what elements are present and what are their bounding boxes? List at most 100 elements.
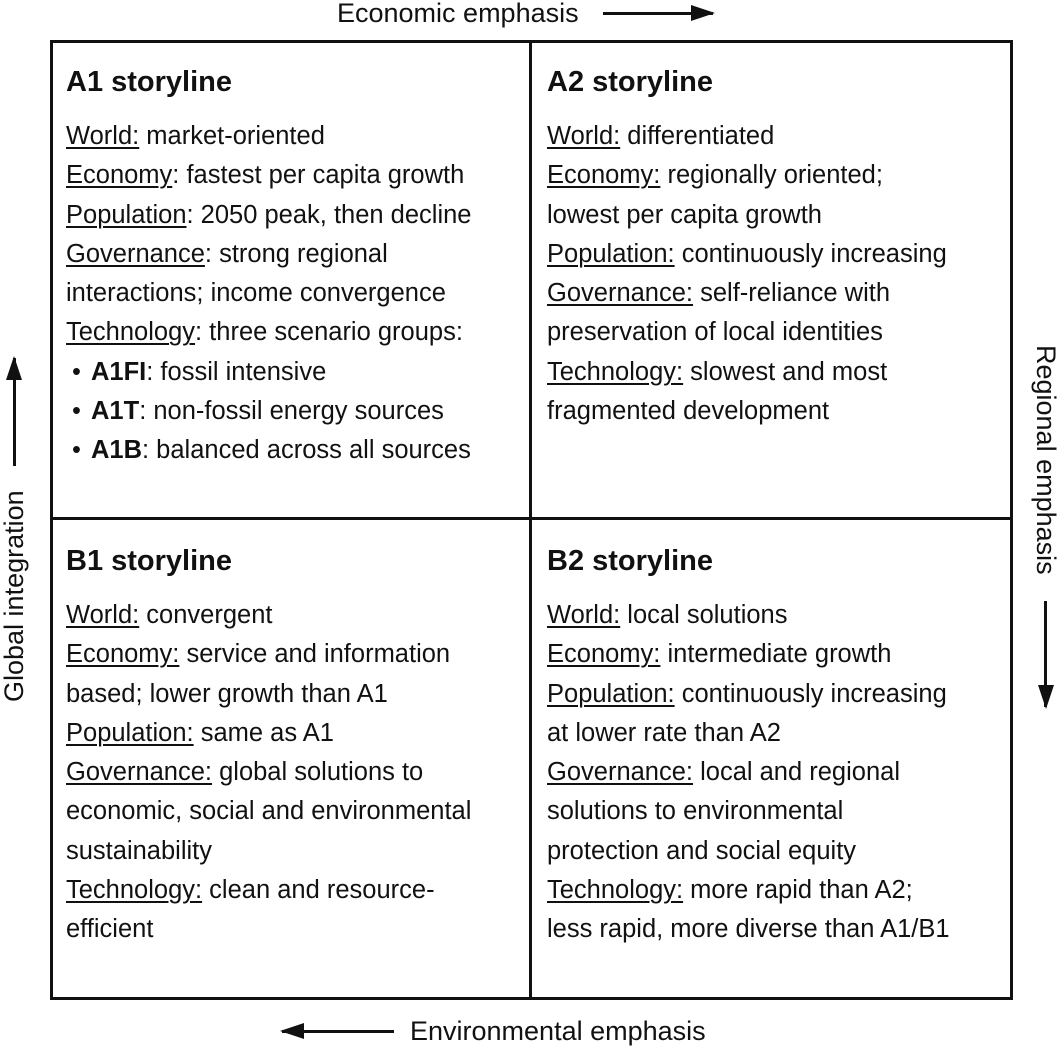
category-label: Technology [66,318,196,347]
category-label: Governance: [547,279,694,308]
storyline-line: Population: continuously increasing [547,675,1017,714]
scenario-group-name: A1B [91,436,143,465]
storyline-line: World: convergent [66,596,536,635]
quadrant-title: A2 storyline [547,66,713,98]
category-label: Economy: [547,640,661,669]
line-text: local and regional [693,758,900,787]
line-text: global solutions to [212,758,424,787]
economic-emphasis-label: Economic emphasis [337,0,579,28]
line-text: lowest per capita growth [547,200,822,229]
horizontal-divider [50,517,1013,520]
storyline-line: •A1B: balanced across all sources [66,431,536,470]
storyline-line: Governance: self-reliance with [547,274,1017,313]
category-label: World: [66,601,140,629]
axis-right-label: Regional emphasis [1029,345,1060,715]
bullet-icon: • [72,436,81,465]
bullet-icon: • [72,397,81,426]
storyline-line: Economy: regionally oriented; [547,156,1017,195]
storyline-line: fragmented development [547,392,1017,431]
line-text: continuously increasing [674,679,947,708]
storyline-line: preservation of local identities [547,313,1017,352]
line-text: clean and resource- [202,876,435,905]
line-text: : fossil intensive [146,357,327,386]
category-label: Population: [66,718,194,747]
line-text: economic, social and environmental [66,797,472,826]
line-text: : three scenario groups: [195,318,463,347]
storyline-line: efficient [66,910,536,949]
line-text: : non-fossil energy sources [139,397,444,426]
line-text: convergent [139,601,273,629]
line-text: at lower rate than A2 [547,718,781,747]
category-label: World: [547,601,621,629]
category-label: Economy: [547,161,661,190]
storyline-line: Governance: local and regional [547,753,1017,792]
line-text: : 2050 peak, then decline [186,200,472,229]
bullet-icon: • [72,357,81,386]
storyline-line: World: differentiated [547,117,1017,156]
storyline-line: based; lower growth than A1 [66,675,536,714]
axis-top-label: Economic emphasis [337,0,715,30]
line-text: : fastest per capita growth [172,161,465,190]
quadrant-title: B2 storyline [547,545,713,577]
storyline-line: protection and social equity [547,832,1017,871]
storyline-line: economic, social and environmental [66,792,536,831]
line-text: slowest and most [683,357,888,386]
line-text: continuously increasing [674,239,947,268]
storyline-line: Economy: intermediate growth [547,635,1017,674]
storyline-line: sustainability [66,832,536,871]
line-text: intermediate growth [660,640,892,669]
storyline-line: Technology: slowest and most [547,353,1017,392]
global-integration-label: Global integration [0,490,29,702]
line-text: protection and social equity [547,836,857,865]
category-label: Population: [547,679,675,708]
storyline-line: World: local solutions [547,596,1017,635]
storyline-line: Population: same as A1 [66,714,536,753]
category-label: Economy: [66,640,180,669]
storyline-line: Economy: fastest per capita growth [66,156,536,195]
storyline-line: Economy: service and information [66,635,536,674]
line-text: solutions to environmental [547,797,844,826]
environmental-emphasis-label: Environmental emphasis [410,1015,706,1046]
storyline-line: Technology: three scenario groups: [66,313,536,352]
storyline-line: at lower rate than A2 [547,714,1017,753]
category-label: Governance: [66,758,213,787]
arrow-up-icon [12,358,16,467]
line-text: sustainability [66,836,212,865]
line-text: preservation of local identities [547,318,883,347]
line-text: interactions; income convergence [66,279,446,308]
line-text: service and information [179,640,451,669]
storyline-line: Technology: clean and resource- [66,871,536,910]
category-label: Governance: [547,758,694,787]
storyline-line: less rapid, more diverse than A1/B1 [547,910,1017,949]
category-label: Population: [547,239,675,268]
line-text: differentiated [620,122,775,150]
arrow-left-icon [280,1022,394,1039]
line-text: fragmented development [547,397,830,426]
regional-emphasis-label: Regional emphasis [1031,345,1060,575]
axis-bottom-label: Environmental emphasis [280,1014,706,1048]
category-label: Technology: [547,357,684,386]
quadrant-title: B1 storyline [66,545,232,577]
line-text: efficient [66,915,154,944]
storyline-line: lowest per capita growth [547,196,1017,235]
storyline-line: Population: continuously increasing [547,235,1017,274]
line-text: : strong regional [204,239,388,268]
arrow-down-icon [1044,600,1048,707]
quadrant-title: A1 storyline [66,66,232,98]
scenario-group-name: A1T [91,397,140,426]
category-label: Technology: [547,876,684,905]
storyline-line: •A1FI: fossil intensive [66,353,536,392]
line-text: local solutions [620,601,788,629]
line-text: same as A1 [193,718,334,747]
line-text: self-reliance with [693,279,891,308]
storyline-line: • A1T: non-fossil energy sources [66,392,536,431]
storyline-line: Governance: global solutions to [66,753,536,792]
